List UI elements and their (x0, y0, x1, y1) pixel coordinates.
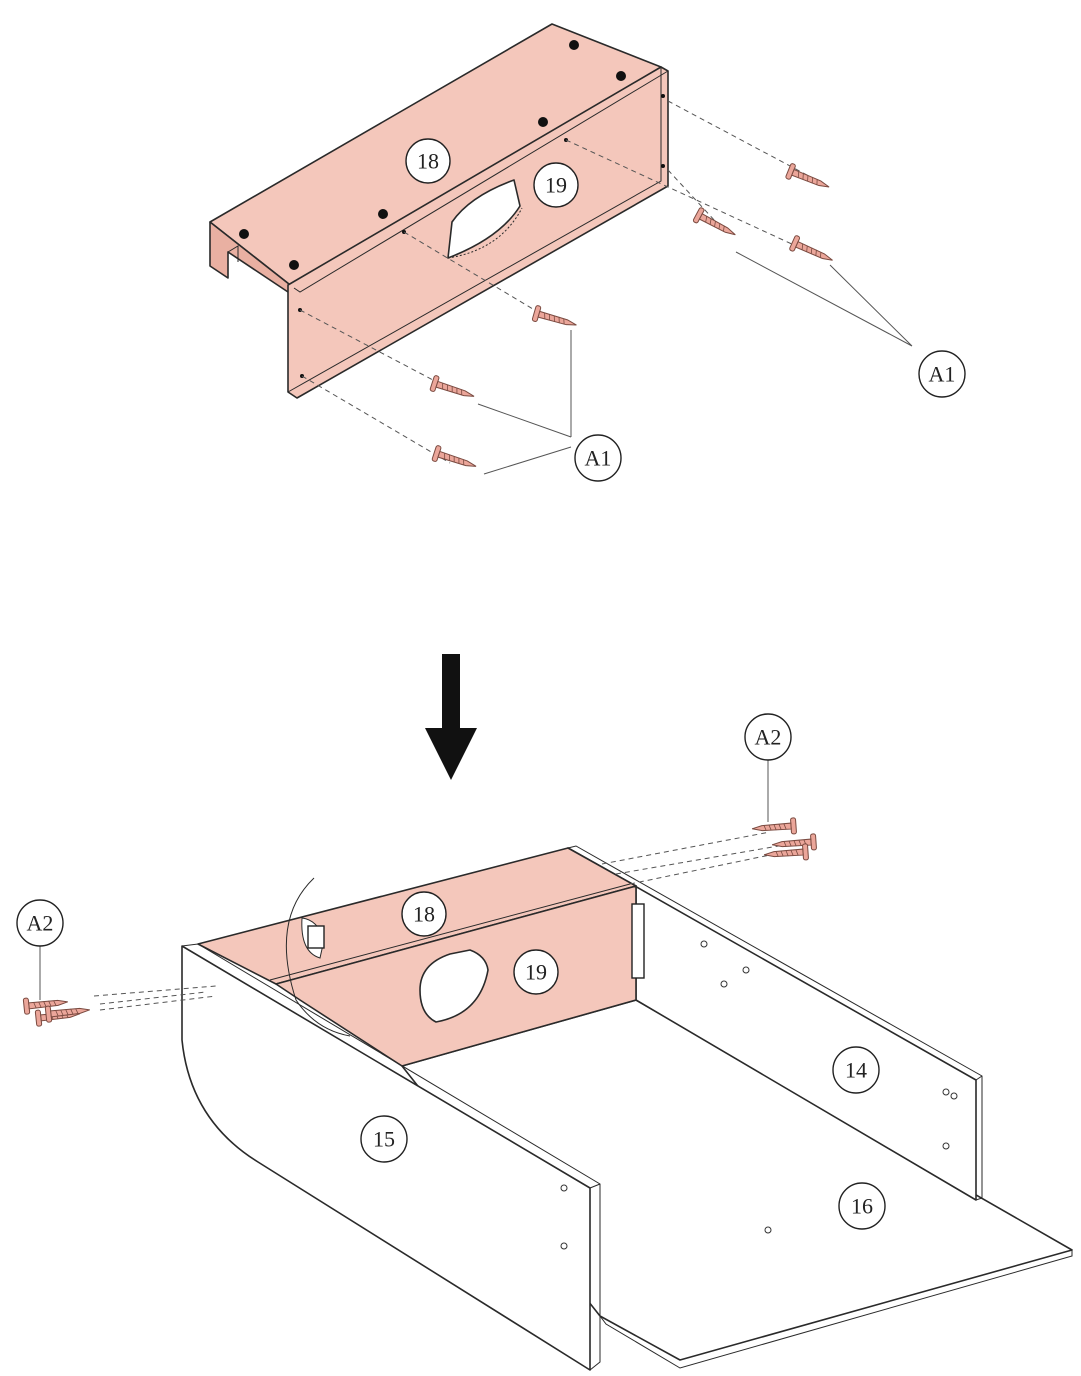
svg-text:15: 15 (373, 1127, 395, 1152)
label-fastener-a2-left: A2 (16, 899, 64, 947)
svg-text:A1: A1 (929, 362, 956, 387)
svg-text:A2: A2 (755, 725, 782, 750)
screw-a1 (429, 374, 478, 405)
screw-a1 (788, 234, 837, 269)
bottom-assembly: 18 19 14 15 16 A2 A2 (16, 713, 1073, 1371)
cable-cutout (419, 949, 489, 1023)
hole (239, 229, 249, 239)
svg-text:A1: A1 (585, 446, 612, 471)
label-part-16: 16 (838, 1182, 886, 1230)
label-fastener-a1-right: A1 (918, 350, 966, 398)
hole (538, 117, 548, 127)
stopper-block (631, 903, 645, 979)
svg-text:18: 18 (413, 902, 435, 927)
svg-text:16: 16 (851, 1194, 873, 1219)
top-assembly: 18 19 A1 A1 (209, 23, 966, 482)
svg-text:19: 19 (525, 960, 547, 985)
label-part-18: 18 (405, 138, 451, 184)
svg-text:18: 18 (417, 149, 439, 174)
label-part-15: 15 (360, 1115, 408, 1163)
screw-a1 (784, 162, 833, 195)
hole (378, 209, 388, 219)
label-fastener-a2-right: A2 (744, 713, 792, 761)
switch (301, 917, 325, 959)
screw-a1 (531, 304, 580, 334)
hole (616, 71, 626, 81)
label-part-14: 14 (832, 1046, 880, 1094)
screw-a1 (692, 206, 740, 243)
label-fastener-a1-left: A1 (574, 434, 622, 482)
screw-a1 (431, 444, 480, 475)
svg-text:14: 14 (845, 1058, 867, 1083)
label-part-18: 18 (401, 891, 447, 937)
screw-a2 (751, 817, 798, 838)
cable-cutout (447, 179, 523, 259)
svg-text:19: 19 (545, 173, 567, 198)
svg-text:A2: A2 (27, 911, 54, 936)
arrow-down-icon (425, 654, 477, 780)
label-part-19: 19 (533, 162, 579, 208)
hole (289, 260, 299, 270)
hole (569, 40, 579, 50)
label-part-19: 19 (513, 949, 559, 995)
